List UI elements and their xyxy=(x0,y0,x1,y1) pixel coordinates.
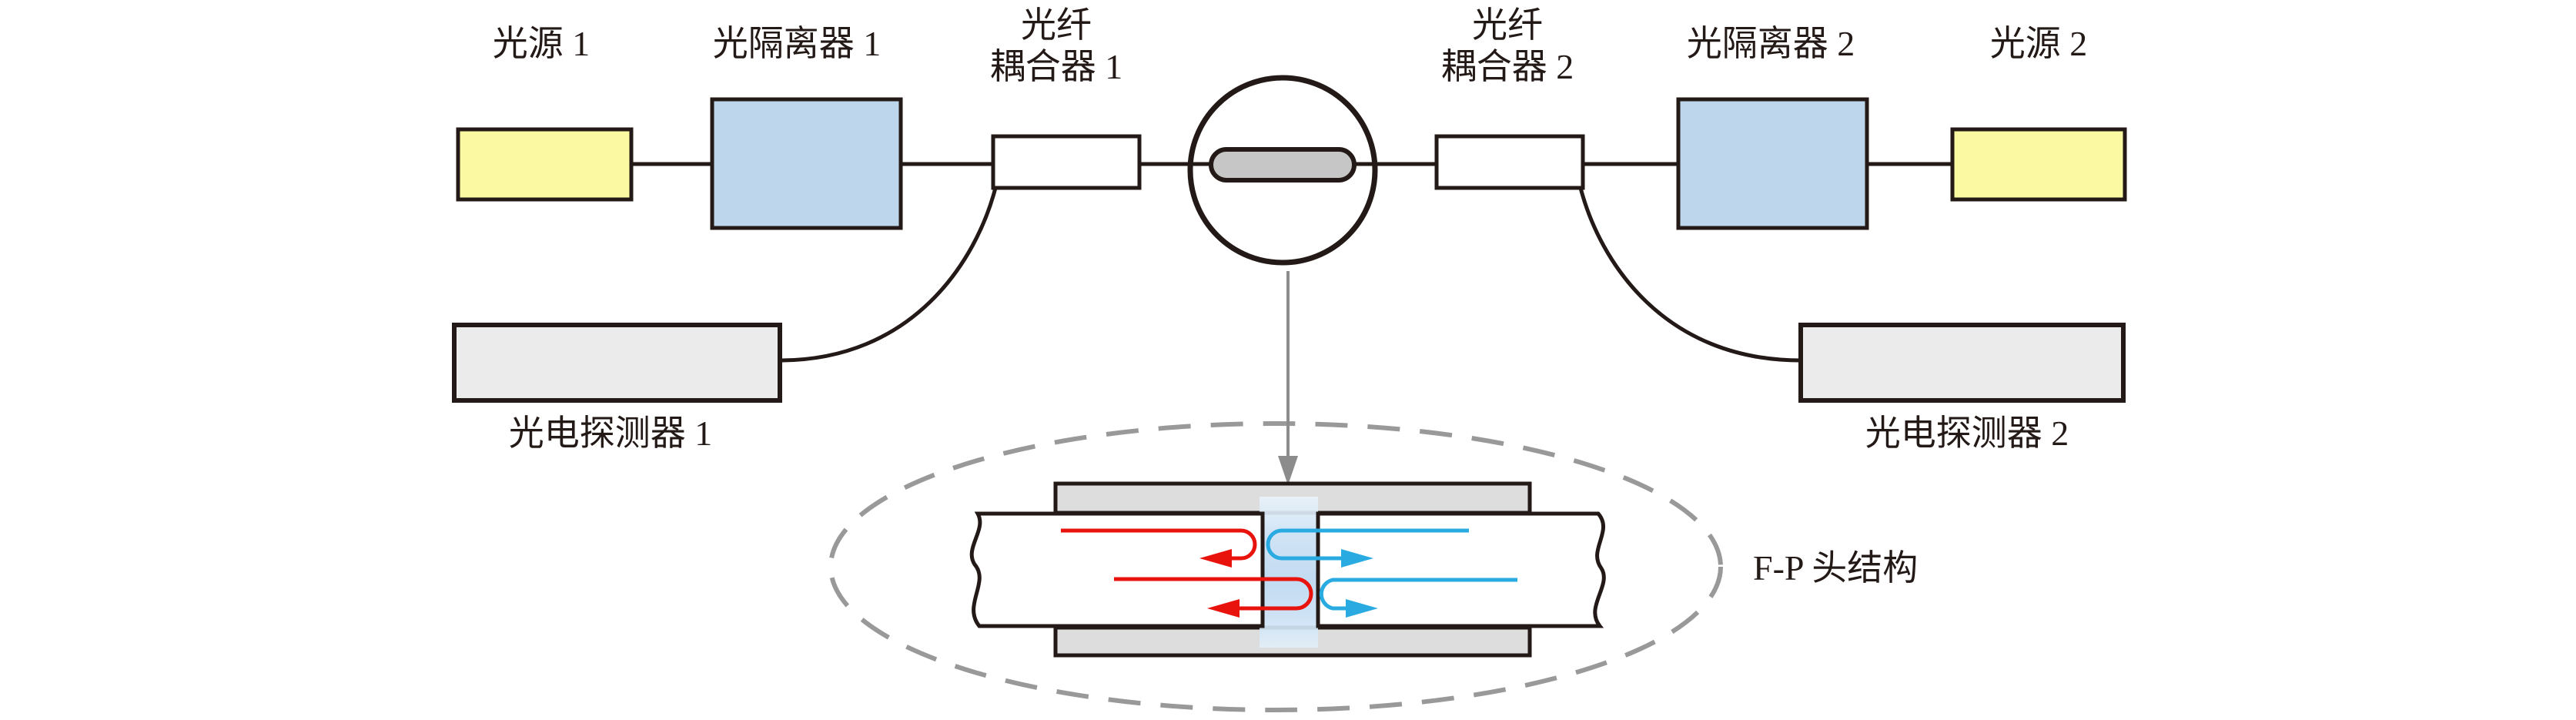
label-coupler1-line1: 光纤 xyxy=(1021,5,1092,45)
blue-ray-face1-arrowhead xyxy=(1341,549,1373,568)
blue-ray-face2 xyxy=(1319,578,1517,611)
fiber-lead-to-detector2 xyxy=(1578,187,1802,363)
label-light-source1: 光源 1 xyxy=(492,24,590,63)
isolator1-box xyxy=(710,97,903,230)
label-light-source2: 光源 2 xyxy=(1989,24,2088,63)
label-coupler2-line2: 耦合器 2 xyxy=(1440,47,1574,86)
fp-zoom-ellipse xyxy=(828,421,1723,712)
fiber-lead-to-detector1 xyxy=(779,187,998,363)
label-coupler2: 光纤 耦合器 2 xyxy=(1441,5,1574,88)
light-source2-box xyxy=(1950,127,2127,202)
label-detector2: 光电探测器 2 xyxy=(1865,414,2069,453)
label-fp-head-structure: F-P 头结构 xyxy=(1753,548,1919,588)
red-ray-face1 xyxy=(1061,528,1257,561)
label-coupler2-line1: 光纤 xyxy=(1472,5,1543,45)
fp-head-capsule xyxy=(1209,147,1357,183)
red-ray-face2 xyxy=(1114,577,1313,611)
fp-cavity-band xyxy=(1260,497,1318,648)
isolator2-box xyxy=(1676,97,1869,230)
label-isolator1: 光隔离器 1 xyxy=(712,24,882,63)
red-ray-face1-arrowhead xyxy=(1199,549,1232,568)
detector1-box xyxy=(452,323,782,403)
pointer-arrow-head xyxy=(1278,456,1298,485)
blue-ray-face1 xyxy=(1266,528,1469,561)
fiber-right-segment xyxy=(1316,511,1606,628)
fiber-left-segment xyxy=(969,511,1265,628)
blue-ray-face2-arrowhead xyxy=(1346,599,1378,618)
label-detector1: 光电探测器 1 xyxy=(508,414,713,453)
red-ray-face2-arrowhead xyxy=(1207,599,1239,618)
label-isolator2: 光隔离器 2 xyxy=(1686,24,1855,63)
detector2-box xyxy=(1798,323,2126,403)
label-coupler1: 光纤 耦合器 1 xyxy=(990,5,1123,88)
fp-head-circle xyxy=(1187,75,1378,266)
coupler2-box xyxy=(1434,134,1585,190)
label-coupler1-line2: 耦合器 1 xyxy=(989,47,1123,86)
light-source1-box xyxy=(456,127,634,202)
coupler1-box xyxy=(991,134,1142,190)
